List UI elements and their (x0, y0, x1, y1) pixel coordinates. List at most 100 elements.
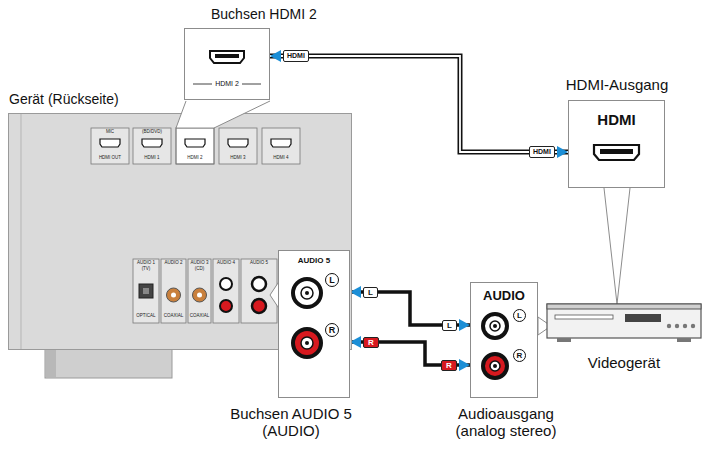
port-label: COAXIAL (161, 314, 186, 319)
port-label: AUDIO 3 (188, 261, 211, 266)
cable-plug: L (363, 287, 378, 298)
callout-pointer-outline (604, 188, 630, 304)
channel-badge: R (325, 323, 339, 337)
callout-heading: HDMI-Ausgang (547, 76, 687, 93)
hdmi-port-frame (262, 128, 300, 164)
rca-jack (220, 278, 232, 290)
coaxial-jack-pin (197, 293, 202, 298)
player-button (675, 324, 679, 328)
callout-heading: Buchsen HDMI 2 (211, 6, 317, 22)
video-device: Videogerät (545, 298, 703, 348)
callout-pointer-outline (214, 101, 270, 128)
port-label: HDMI 2 (176, 156, 214, 161)
hdmi-port-frame (176, 128, 214, 164)
rca-jack-inner (490, 361, 500, 371)
callout-box: Buchsen AUDIO 5 (AUDIO)AUDIO 5LR (278, 250, 350, 398)
player-display (625, 314, 661, 322)
receiver-foot-shade (46, 349, 56, 377)
cable-plug: R (441, 360, 457, 371)
hdmi-port (228, 139, 248, 147)
cable-plug: L (442, 320, 457, 331)
cable-plug: R (363, 337, 379, 348)
arrowhead (270, 50, 281, 62)
hdmi-port-frame (133, 128, 171, 164)
rca-jack-inner (490, 321, 500, 331)
arrowhead (459, 359, 470, 371)
hdmi-port (185, 139, 205, 147)
rca-jack-pin (493, 324, 497, 328)
audio-jack-frame (213, 259, 239, 323)
hdmi-port-frame (176, 128, 214, 164)
port-label: AUDIO 5 (241, 261, 277, 266)
port-label: AUDIO 2 (161, 261, 186, 266)
rca-jack (293, 329, 321, 357)
port-label: AUDIO 1 (133, 261, 159, 266)
callout-pointer-outline (176, 101, 186, 128)
player-button (683, 324, 687, 328)
channel-badge: L (325, 273, 339, 287)
port-label: (TV) (133, 267, 159, 272)
port-label: MIC (91, 130, 129, 135)
rca-jack (252, 299, 266, 313)
port-label: (CD) (188, 267, 211, 272)
rca-jack (293, 279, 321, 307)
player-body (547, 304, 701, 338)
rca-jack-pair (279, 251, 349, 397)
disc-tray (555, 315, 613, 319)
hdmi-port-contacts (215, 54, 239, 58)
callout-pointer (176, 101, 270, 128)
rca-jack-pin (493, 364, 497, 368)
player-button (667, 324, 671, 328)
port-label: (BD/DVD) (133, 130, 171, 135)
callout-heading: Audioausgang (analog stereo) (436, 405, 576, 440)
port-label: HDMI OUT (91, 156, 129, 161)
cable (350, 286, 470, 331)
coaxial-jack (167, 288, 181, 302)
panel-bevel (21, 114, 22, 349)
cable (350, 336, 470, 371)
arrowhead (557, 146, 568, 158)
video-player-drawing (545, 298, 703, 348)
label-rule (242, 84, 261, 85)
jack-title: AUDIO (471, 289, 537, 304)
audio-jack-frame (188, 259, 211, 323)
hdmi-port-frame (219, 128, 257, 164)
label-rule (193, 84, 212, 85)
coaxial-jack-pin (171, 293, 176, 298)
rca-jack (483, 314, 507, 338)
receiver-foot (45, 348, 172, 378)
port-label: AUDIO 4 (213, 261, 239, 266)
callout-heading: Buchsen AUDIO 5 (AUDIO) (216, 405, 366, 440)
callout-pointer (604, 188, 630, 304)
player-top (547, 304, 701, 309)
rca-jack-pin (305, 291, 309, 295)
port-label: HDMI 3 (219, 156, 257, 161)
hdmi-port (594, 145, 639, 160)
hdmi-port (271, 139, 291, 147)
optical-jack (139, 284, 153, 298)
device-heading: Videogerät (545, 354, 703, 371)
rca-jack-inner (301, 287, 313, 299)
coaxial-jack (193, 288, 207, 302)
player-button (691, 324, 695, 328)
rca-jack-inner (301, 337, 313, 349)
hdmi-port (142, 139, 162, 147)
rca-jack (220, 300, 232, 312)
hdmi-port (210, 51, 244, 63)
callout-box: HDMI-AusgangHDMI (568, 100, 665, 188)
port-label: HDMI 1 (133, 156, 171, 161)
hdmi-port-icon (185, 29, 269, 99)
channel-badge: L (513, 309, 526, 322)
jack-label: HDMI 2 (185, 80, 269, 88)
device-heading: Gerät (Rückseite) (9, 91, 119, 107)
hdmi-port (100, 139, 120, 147)
cable-plug: HDMI (283, 50, 309, 62)
port-title: HDMI (569, 111, 664, 128)
rca-jack (483, 354, 507, 378)
rca-jack-pin (305, 341, 309, 345)
callout-box: Audioausgang (analog stereo)AUDIOLR (470, 282, 538, 398)
audio-jack-frame (161, 259, 186, 323)
cable-plug: HDMI (529, 146, 555, 158)
rca-jack (252, 277, 266, 291)
port-label: HDMI 4 (262, 156, 300, 161)
